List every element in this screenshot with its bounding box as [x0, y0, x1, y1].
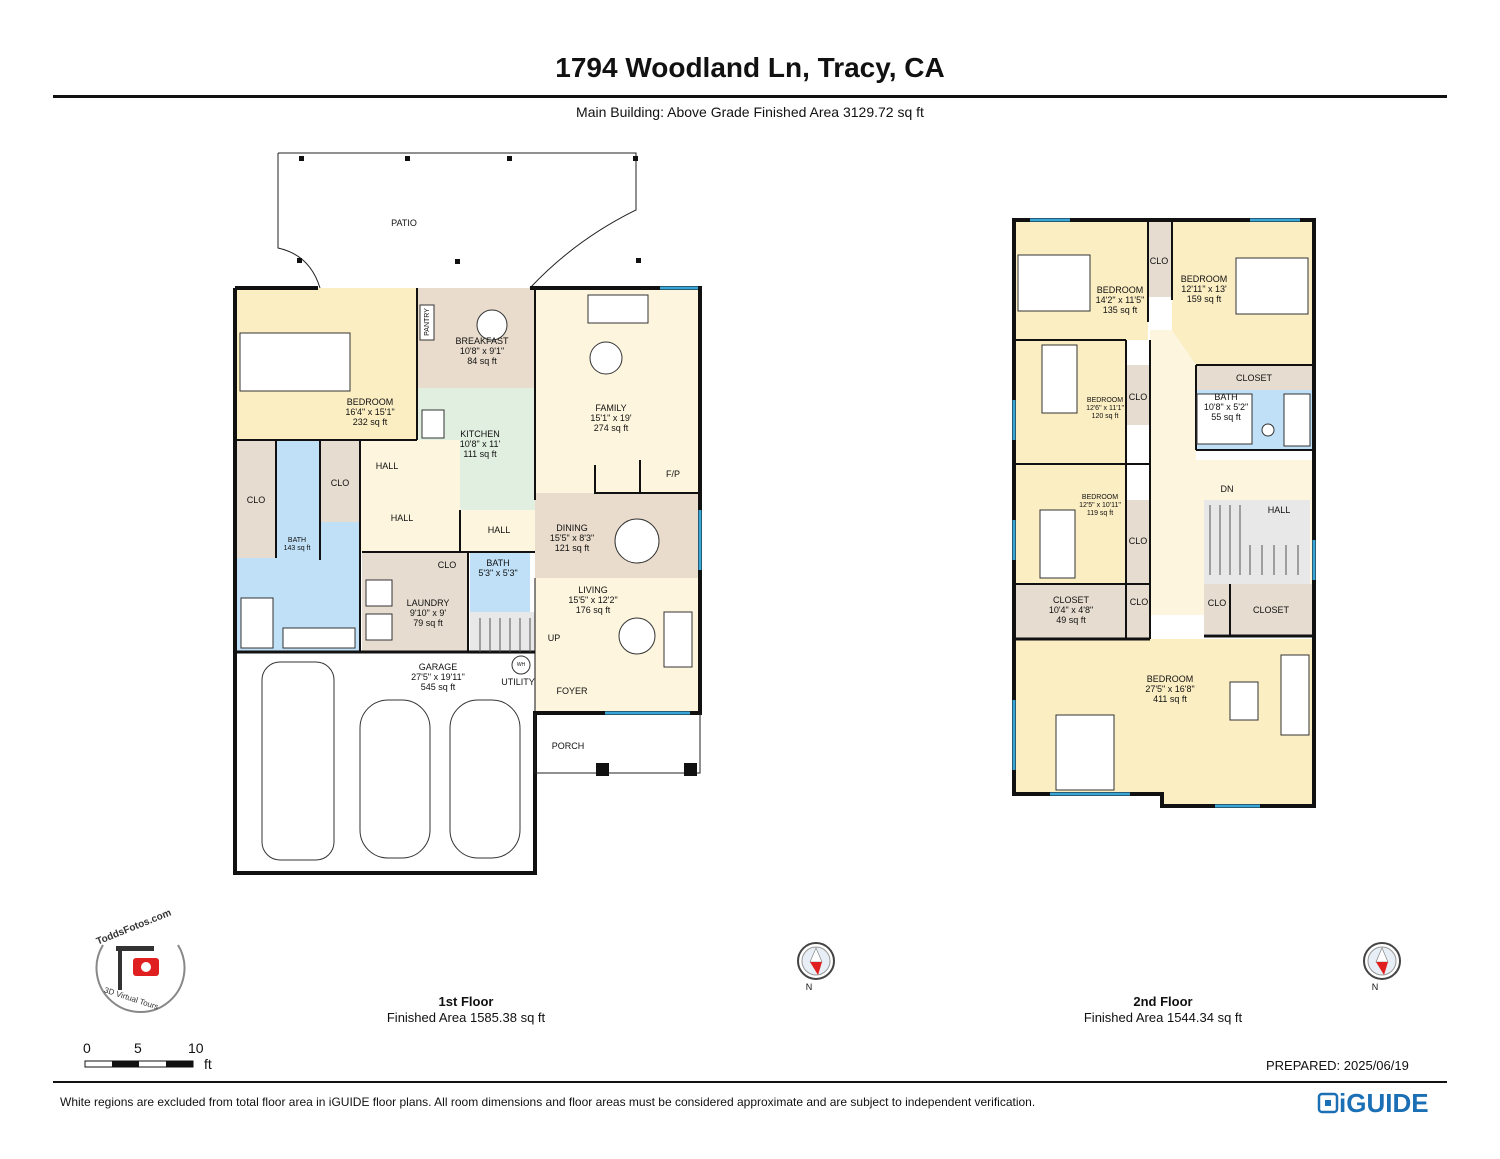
- room-hall-1: HALL: [375, 461, 399, 471]
- room-clo-6: CLO: [1128, 536, 1148, 546]
- prepared-date: PREPARED: 2025/06/19: [1266, 1058, 1409, 1073]
- compass-1: [797, 942, 835, 980]
- floor1-fills: [235, 288, 700, 713]
- room-clo-2: CLO: [330, 478, 350, 488]
- scale-tick-5: 5: [134, 1040, 142, 1056]
- toddsfotos-logo-graphic: [95, 944, 186, 1014]
- scale-tick-0: 0: [83, 1040, 91, 1056]
- porch-outline: [534, 713, 701, 774]
- room-clo-5: CLO: [1128, 392, 1148, 402]
- floor1-caption-title: 1st Floor: [438, 994, 494, 1009]
- room-porch: PORCH: [551, 741, 585, 751]
- room-closet-3: CLOSET: [1252, 605, 1290, 615]
- room-hall-4: HALL: [1267, 505, 1291, 515]
- floor2-fixtures: [1017, 254, 1311, 791]
- scale-unit: ft: [204, 1056, 212, 1072]
- room-closet-1: CLOSET: [1235, 373, 1273, 383]
- porch-posts: [596, 763, 697, 776]
- iguide-logo-icon: [1317, 1092, 1339, 1114]
- footer-rule: [53, 1081, 1447, 1083]
- room-utility: UTILITY: [501, 677, 535, 687]
- compass-2-n-label: N: [1371, 982, 1379, 992]
- page-title: 1794 Woodland Ln, Tracy, CA: [555, 52, 945, 83]
- room-foyer: FOYER: [556, 686, 588, 696]
- floor1-stairs: [479, 618, 531, 652]
- floor1-windows: [605, 286, 702, 715]
- stairs-up: UP: [547, 633, 561, 643]
- room-patio: PATIO: [391, 218, 417, 228]
- room-clo-1: CLO: [246, 495, 266, 505]
- room-hall-2: HALL: [390, 513, 414, 523]
- room-clo-8: CLO: [1207, 598, 1227, 608]
- room-clo-7: CLO: [1129, 597, 1149, 607]
- scale-bar: [84, 1060, 194, 1068]
- patio-outline: [277, 152, 637, 289]
- floor2-windows: [1012, 218, 1316, 808]
- iguide-brand: iGUIDE: [1317, 1090, 1429, 1116]
- disclaimer: White regions are excluded from total fl…: [60, 1095, 1036, 1109]
- floor2-walls: [1012, 218, 1316, 808]
- compass-1-n-label: N: [805, 982, 813, 992]
- room-clo-4: CLO: [1149, 256, 1169, 266]
- room-clo-3: CLO: [437, 560, 457, 570]
- room-pantry: PANTRY: [424, 308, 431, 336]
- floor1-caption-area: Finished Area 1585.38 sq ft: [386, 1010, 546, 1025]
- scale-tick-10: 10: [188, 1040, 204, 1056]
- floor2-caption: 2nd Floor Finished Area 1544.34 sq ft: [1084, 994, 1242, 1026]
- floor2-stairs: [1209, 505, 1299, 575]
- stairs-dn: DN: [1220, 484, 1234, 494]
- room-fp: F/P: [665, 469, 681, 479]
- iguide-brand-text: iGUIDE: [1339, 1088, 1429, 1118]
- floor1-caption: 1st Floor Finished Area 1585.38 sq ft: [387, 994, 545, 1026]
- compass-2: [1363, 942, 1401, 980]
- room-hall-3: HALL: [487, 525, 511, 535]
- patio-posts: [297, 156, 641, 264]
- floor2-caption-title: 2nd Floor: [1133, 994, 1193, 1009]
- floor2-caption-area: Finished Area 1544.34 sq ft: [1083, 1010, 1243, 1025]
- page-subtitle: Main Building: Above Grade Finished Area…: [576, 104, 924, 120]
- floor1-fixtures: [239, 294, 693, 861]
- water-heater-label: WH: [516, 662, 526, 668]
- title-rule: [53, 95, 1447, 98]
